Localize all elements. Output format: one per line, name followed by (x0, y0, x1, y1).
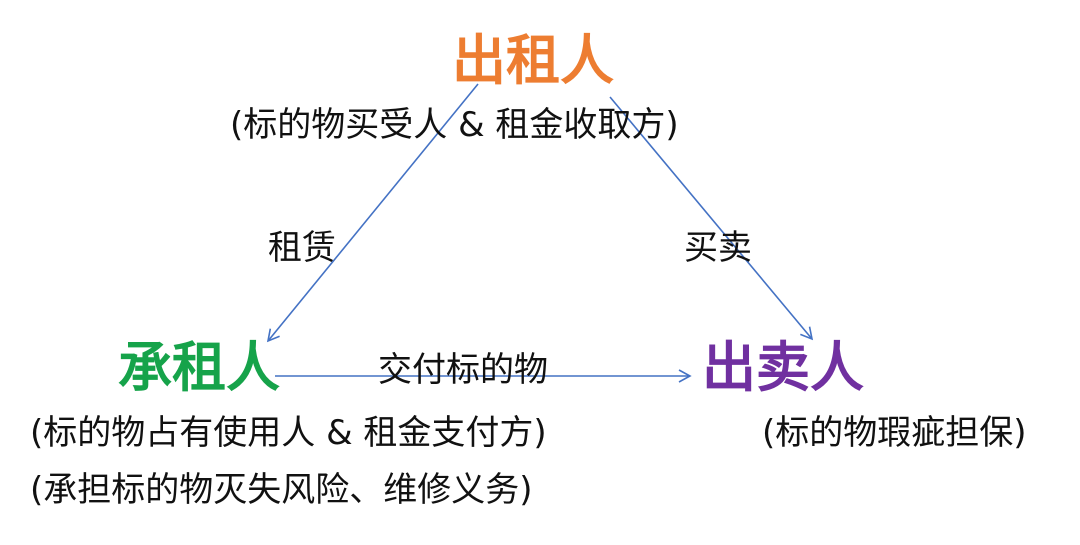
lessor-note: (标的物买受人 & 租金收取方) (230, 105, 679, 145)
lessee-note-risks: (承担标的物灭失风险、维修义务) (30, 470, 533, 510)
seller-title: 出卖人 (702, 336, 864, 399)
lessee-title: 承租人 (118, 336, 280, 399)
sale-arrow (609, 96, 814, 341)
lessee-note-rights: (标的物占有使用人 & 租金支付方) (30, 413, 547, 453)
seller-note: (标的物瑕疵担保) (762, 413, 1027, 453)
lease-arrow (266, 83, 479, 343)
lessor-title: 出租人 (452, 29, 614, 92)
deliver-label: 交付标的物 (378, 350, 548, 390)
lease-label: 租赁 (268, 228, 336, 268)
sale-label: 买卖 (684, 228, 752, 268)
